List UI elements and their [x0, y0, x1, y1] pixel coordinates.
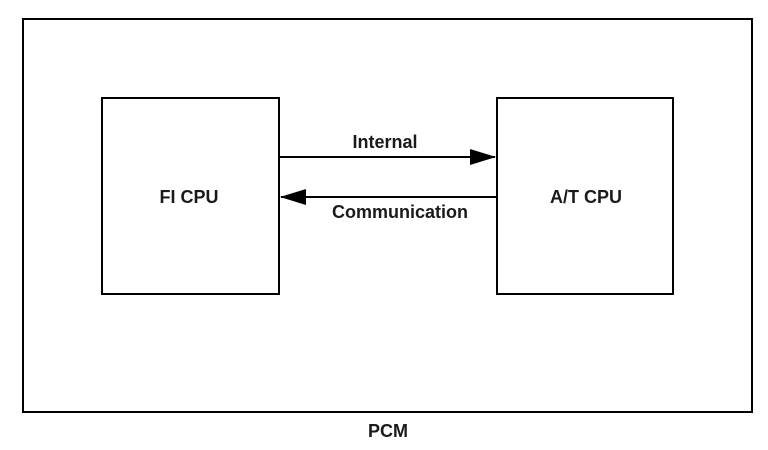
fi-cpu-label: FI CPU [159, 187, 218, 207]
internal-label: Internal [352, 132, 417, 152]
at-cpu-label: A/T CPU [550, 187, 622, 207]
pcm-label: PCM [368, 421, 408, 441]
pcm-container [22, 18, 753, 413]
at-cpu-block [496, 97, 674, 295]
communication-label: Communication [332, 202, 468, 222]
fi-cpu-block [101, 97, 280, 295]
